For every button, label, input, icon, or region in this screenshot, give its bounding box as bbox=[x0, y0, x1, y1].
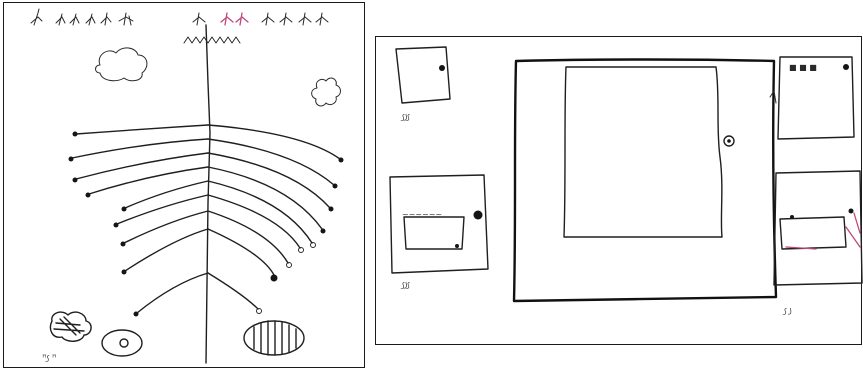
person-figure bbox=[86, 14, 95, 25]
central-axis-line bbox=[206, 25, 210, 363]
frame-caption: ꠹꠸꠹ bbox=[400, 280, 410, 289]
shrub-shape bbox=[312, 78, 341, 106]
person-figure bbox=[56, 14, 65, 25]
cloud-shape bbox=[96, 48, 147, 81]
person-figure bbox=[262, 13, 274, 25]
bush-scribble bbox=[50, 312, 91, 341]
rock-core bbox=[120, 339, 128, 347]
striped-stone bbox=[244, 321, 304, 355]
people-row-right bbox=[193, 13, 328, 25]
person-figure-highlighted bbox=[236, 13, 248, 25]
frame-marks: ■ ■ ■ bbox=[789, 63, 817, 72]
right-sketch-panel: ꠹꠸꠹ ~~~~~~ ꠹꠸꠹ ■ ■ ■ ꠹ ꠸ bbox=[375, 36, 862, 345]
left-sketch-drawing: ꟸ꠹ ꟸ bbox=[4, 3, 366, 369]
large-frame bbox=[514, 60, 776, 302]
person-figure bbox=[31, 9, 42, 25]
frame-bottom-right bbox=[774, 171, 862, 285]
frame-caption: ꠹꠸꠹ bbox=[400, 112, 410, 121]
frame-dot bbox=[790, 215, 794, 219]
left-arc-rows bbox=[69, 125, 209, 317]
right-sketch-drawing: ꠹꠸꠹ ~~~~~~ ꠹꠸꠹ ■ ■ ■ ꠹ ꠸ bbox=[376, 37, 863, 346]
person-figure bbox=[316, 13, 328, 25]
people-row-left bbox=[31, 9, 133, 25]
rock-shape bbox=[102, 330, 142, 356]
wave-line bbox=[184, 37, 240, 43]
right-arc-rows bbox=[208, 125, 344, 314]
frame-caption: ꠹ ꠸ bbox=[782, 306, 792, 315]
person-figure bbox=[70, 14, 79, 25]
person-figure bbox=[119, 13, 133, 25]
person-figure bbox=[299, 13, 311, 25]
bush-hatching bbox=[54, 317, 84, 335]
frame-dot bbox=[849, 209, 854, 214]
frame-dot bbox=[455, 244, 459, 248]
stone-stripes bbox=[254, 321, 296, 355]
left-sketch-panel: ꟸ꠹ ꟸ bbox=[3, 2, 365, 368]
frame-dot bbox=[843, 64, 849, 70]
person-figure bbox=[101, 13, 111, 25]
inner-note: ~~~~~~ bbox=[402, 210, 442, 219]
frame-dot bbox=[474, 211, 483, 220]
frame-target-center bbox=[727, 139, 731, 143]
person-figure bbox=[193, 13, 205, 25]
person-figure-highlighted bbox=[221, 13, 233, 25]
inner-rectangle bbox=[404, 217, 464, 249]
person-figure bbox=[280, 13, 292, 25]
frame-dot bbox=[439, 65, 445, 71]
large-frame-inner-panel bbox=[564, 67, 722, 237]
inner-rectangle bbox=[780, 217, 846, 249]
small-frame-top-left bbox=[396, 47, 450, 103]
sketch-caption: ꟸ꠹ ꟸ bbox=[42, 353, 57, 362]
